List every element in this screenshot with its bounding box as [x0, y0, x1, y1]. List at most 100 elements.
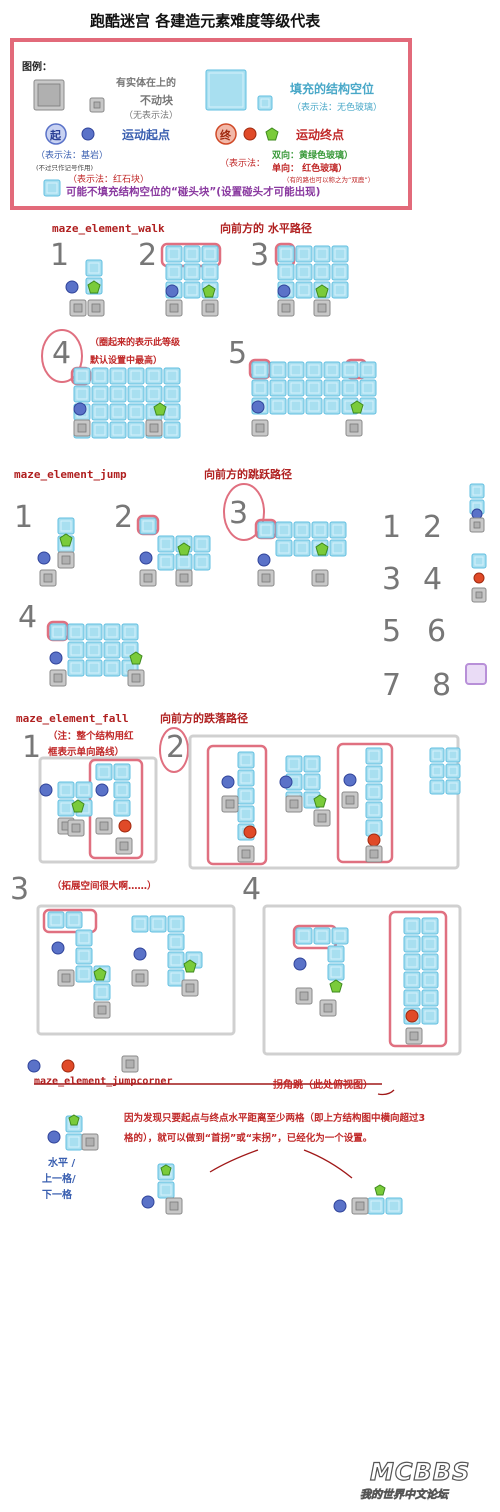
- glass-block-inner: [60, 784, 72, 796]
- legend-solid-line3: （无表示法）: [124, 111, 179, 121]
- glass-block: [365, 783, 383, 801]
- glass-block-inner: [254, 364, 266, 376]
- legend-start-label: 运动起点: [122, 128, 171, 142]
- glass-block: [175, 553, 193, 571]
- start-point-icon: [27, 1059, 41, 1073]
- stone-block-inner: [169, 303, 179, 313]
- glass-block: [183, 245, 201, 263]
- glass-block-inner: [112, 406, 124, 418]
- jumpcorner-side-label2: 上一格/: [42, 1174, 76, 1185]
- glass-block-inner: [88, 662, 100, 674]
- glass-block-inner: [70, 626, 82, 638]
- stone-block-inner: [473, 521, 481, 529]
- glass-block: [49, 623, 67, 641]
- glass-block-inner: [362, 364, 374, 376]
- glass-block-inner: [326, 400, 338, 412]
- glass-block-inner: [424, 992, 436, 1004]
- glass-block-inner: [334, 266, 346, 278]
- walk-note-line1: （圈起来的表示此等级: [90, 338, 181, 348]
- glass-block-inner: [148, 388, 160, 400]
- glass-block-inner: [240, 754, 252, 766]
- glass-block: [445, 779, 461, 795]
- start-point-icon: [221, 775, 235, 789]
- legend-solid-line2: 不动块: [140, 94, 173, 107]
- glass-block-inner: [298, 266, 310, 278]
- stone-block-inner: [61, 555, 71, 565]
- glass-block-inner: [166, 388, 178, 400]
- jumpcorner-explain-line2: 格的），就可以做到“首拐”或“末拐”，已经化为一个设置。: [124, 1133, 373, 1144]
- glass-block: [403, 989, 421, 1007]
- glass-block: [157, 535, 175, 553]
- fall3-red-frame: [42, 908, 98, 934]
- fall-heading: maze_element_fall: [16, 712, 129, 725]
- glass-block-inner: [368, 786, 380, 798]
- glass-block: [113, 763, 131, 781]
- glass-block: [57, 799, 75, 817]
- glass-block-inner: [280, 248, 292, 260]
- jump-grid-number-6: 6: [427, 614, 447, 649]
- glass-block: [145, 367, 163, 385]
- glass-block: [323, 379, 341, 397]
- glass-block-inner: [432, 750, 442, 760]
- stone-block-inner: [349, 423, 359, 433]
- end-point-red-icon: [367, 833, 381, 847]
- start-point-icon: [133, 947, 147, 961]
- glass-block: [365, 747, 383, 765]
- glass-block: [295, 927, 313, 945]
- glass-block: [73, 385, 91, 403]
- stone-block-inner: [97, 1005, 107, 1015]
- glass-block: [73, 367, 91, 385]
- glass-block: [269, 361, 287, 379]
- glass-block-inner: [94, 424, 106, 436]
- glass-block-inner: [370, 1200, 382, 1212]
- glass-block: [93, 983, 111, 1001]
- glass-block-inner: [316, 266, 328, 278]
- glass-block: [365, 801, 383, 819]
- glass-block: [95, 763, 113, 781]
- stone-block-inner: [85, 1137, 95, 1147]
- stone-block-inner: [261, 573, 271, 583]
- end-point-green-icon: [59, 533, 73, 547]
- glass-block-inner: [406, 938, 418, 950]
- glass-block-inner: [334, 930, 346, 942]
- glass-block: [149, 915, 167, 933]
- glass-block: [163, 367, 181, 385]
- glass-block: [103, 641, 121, 659]
- stone-block-inner: [289, 799, 299, 809]
- stone-block-inner: [323, 1003, 333, 1013]
- walk-heading: maze_element_walk: [52, 222, 165, 235]
- legend-end-unidirectional: 单向： 红色玻璃）: [272, 164, 348, 174]
- legend-start-glyph: 起: [49, 128, 62, 142]
- glass-block: [287, 379, 305, 397]
- glass-block-inner: [432, 782, 442, 792]
- stone-block-inner: [71, 823, 81, 833]
- glass-block-inner: [308, 364, 320, 376]
- glass-block: [121, 623, 139, 641]
- glass-block-inner: [178, 556, 190, 568]
- start-point-icon: [47, 1130, 61, 1144]
- jump-grid-number-7: 7: [382, 668, 402, 703]
- glass-block-inner: [112, 370, 124, 382]
- glass-block: [269, 397, 287, 415]
- glass-block: [165, 263, 183, 281]
- start-point-icon: [139, 551, 153, 565]
- watermark-logo: MCBBS: [369, 1457, 471, 1486]
- glass-block: [57, 517, 75, 535]
- glass-block-inner: [116, 802, 128, 814]
- glass-block: [471, 553, 487, 569]
- legend-frame: [10, 38, 412, 210]
- glass-block-inner: [88, 626, 100, 638]
- glass-block-inner: [272, 364, 284, 376]
- glass-block-inner: [316, 248, 328, 260]
- glass-block: [295, 281, 313, 299]
- glass-block: [127, 421, 145, 439]
- glass-block-inner: [166, 406, 178, 418]
- glass-block-inner: [170, 954, 182, 966]
- end-point-red-icon: [243, 825, 257, 839]
- glass-block-inner: [124, 626, 136, 638]
- glass-block: [421, 989, 439, 1007]
- glass-block: [131, 915, 149, 933]
- glass-block: [85, 623, 103, 641]
- glass-block-inner: [78, 784, 90, 796]
